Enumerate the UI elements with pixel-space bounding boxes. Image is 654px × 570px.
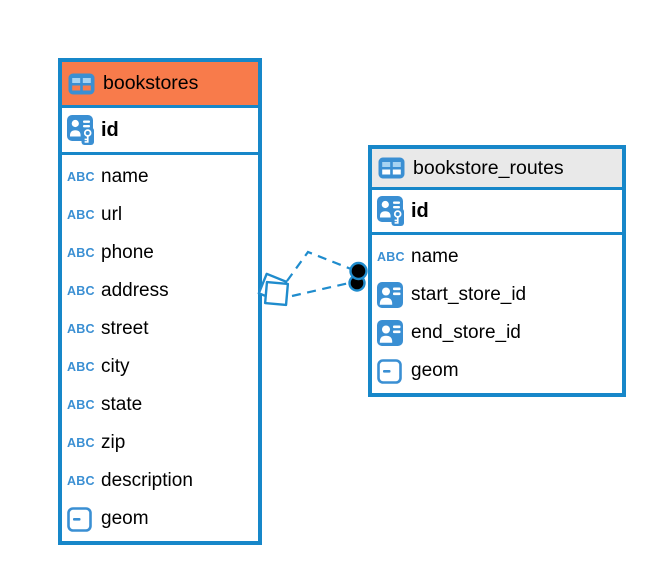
column-name: street — [101, 318, 149, 339]
table-node-bookstore-routes[interactable]: bookstore_routes id — [368, 145, 626, 397]
column-row-geom[interactable]: geom — [62, 500, 258, 538]
column-name: name — [101, 166, 149, 187]
column-row-state[interactable]: ABC state — [62, 386, 258, 424]
table-title: bookstores — [103, 72, 199, 94]
column-row-name[interactable]: ABC name — [62, 158, 258, 196]
text-type-icon: ABC — [67, 321, 95, 336]
column-name: name — [411, 246, 459, 267]
id-reference-type-icon — [377, 281, 405, 309]
geometry-type-icon — [377, 358, 405, 384]
table-icon — [378, 157, 406, 179]
column-row-zip[interactable]: ABC zip — [62, 424, 258, 462]
primary-key-name: id — [411, 199, 429, 222]
column-row-address[interactable]: ABC address — [62, 272, 258, 310]
text-type-icon: ABC — [67, 359, 95, 374]
column-name: end_store_id — [411, 322, 521, 343]
column-row-id[interactable]: id — [372, 190, 622, 235]
text-type-icon: ABC — [67, 473, 95, 488]
column-name: phone — [101, 242, 154, 263]
text-type-icon: ABC — [67, 397, 95, 412]
column-list: ABC name start_store_id — [372, 235, 622, 393]
geometry-type-icon — [67, 506, 95, 532]
id-reference-type-icon — [377, 319, 405, 347]
column-name: geom — [101, 508, 149, 529]
column-row-url[interactable]: ABC url — [62, 196, 258, 234]
column-name: state — [101, 394, 143, 415]
text-type-icon: ABC — [67, 435, 95, 450]
column-name: address — [101, 280, 169, 301]
column-name: url — [101, 204, 123, 225]
table-node-bookstores[interactable]: bookstores id A — [58, 58, 262, 545]
column-row-end-store-id[interactable]: end_store_id — [372, 314, 622, 352]
primary-key-icon — [377, 195, 405, 227]
column-row-description[interactable]: ABC description — [62, 462, 258, 500]
column-row-city[interactable]: ABC city — [62, 348, 258, 386]
text-type-icon: ABC — [67, 245, 95, 260]
column-row-name[interactable]: ABC name — [372, 238, 622, 276]
primary-key-name: id — [101, 118, 119, 141]
table-title: bookstore_routes — [413, 156, 564, 179]
column-row-phone[interactable]: ABC phone — [62, 234, 258, 272]
column-row-id[interactable]: id — [62, 108, 258, 155]
column-name: description — [101, 470, 193, 491]
column-name: start_store_id — [411, 284, 527, 305]
text-type-icon: ABC — [67, 169, 95, 184]
column-row-geom[interactable]: geom — [372, 352, 622, 390]
table-header-bookstores[interactable]: bookstores — [62, 62, 258, 108]
relationship-source-marker[interactable] — [257, 272, 290, 307]
column-name: geom — [411, 360, 459, 381]
primary-key-icon — [67, 114, 95, 146]
column-list: ABC name ABC url ABC phone ABC address A… — [62, 155, 258, 541]
column-row-start-store-id[interactable]: start_store_id — [372, 276, 622, 314]
relationship-line-2[interactable] — [291, 281, 350, 298]
column-row-street[interactable]: ABC street — [62, 310, 258, 348]
column-name: city — [101, 356, 130, 377]
column-name: zip — [101, 432, 126, 453]
text-type-icon: ABC — [377, 249, 405, 264]
table-header-bookstore-routes[interactable]: bookstore_routes — [372, 149, 622, 190]
relationship-line-1[interactable] — [286, 250, 352, 282]
text-type-icon: ABC — [67, 207, 95, 222]
table-icon — [68, 73, 96, 95]
text-type-icon: ABC — [67, 283, 95, 298]
relationship-target-marker[interactable] — [348, 261, 368, 292]
